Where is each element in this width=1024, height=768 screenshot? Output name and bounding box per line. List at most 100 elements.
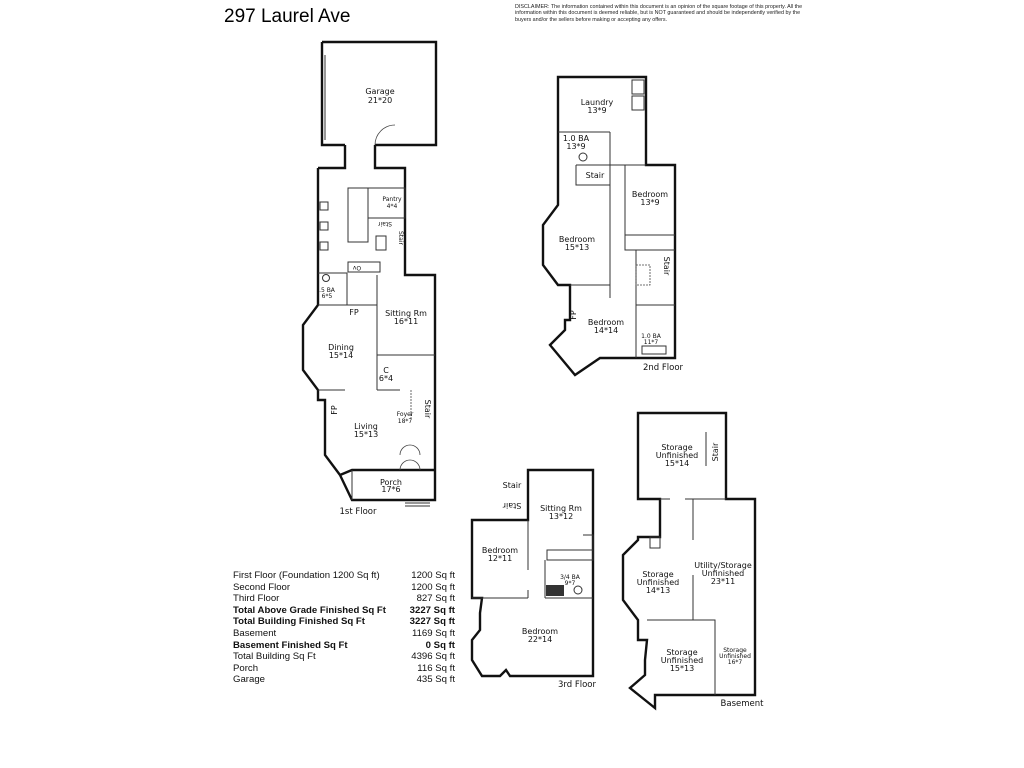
fireplace-label: FP: [349, 308, 359, 317]
pantry-walls: [367, 187, 406, 219]
room-dims: 13*9: [587, 106, 606, 115]
second-floor-plan: Laundry 13*9 1.0 BA 13*9 Stair Bedroom 1…: [541, 75, 684, 377]
room-name-line: Unfinished: [661, 656, 704, 665]
room-dims: 9*7: [565, 580, 576, 587]
toilet-icon: [322, 274, 330, 282]
summary-label: Total Above Grade Finished Sq Ft: [233, 604, 386, 616]
room-name: Sitting Rm: [385, 309, 427, 318]
summary-label: Third Floor: [233, 593, 280, 605]
room-name: Laundry: [581, 98, 614, 107]
summary-value: 116 Sq ft: [417, 662, 455, 674]
room-name: Living: [354, 422, 378, 431]
summary-label: Garage: [233, 674, 265, 686]
summary-label: Total Building Sq Ft: [233, 651, 316, 663]
first-floor-plan: Garage 21*20 Pantry 4*4 Stair Stair Ov .…: [301, 40, 438, 517]
second-floor-outline: [541, 75, 677, 377]
stair-label: Stair: [377, 220, 392, 227]
fireplace-label: FP: [330, 405, 339, 415]
room-dims: 18*7: [398, 418, 413, 425]
summary-value: 1169 Sq ft: [411, 627, 455, 639]
entry-doors: [399, 444, 421, 471]
room-dims: 22*14: [528, 635, 552, 644]
room-name-line: Unfinished: [702, 569, 745, 578]
square-footage-summary: First Floor (Foundation 1200 Sq ft)1200 …: [233, 570, 455, 686]
dryer-icon: [631, 95, 645, 111]
summary-row: Total Above Grade Finished Sq Ft 3227 Sq …: [233, 605, 455, 617]
summary-label: Second Floor: [233, 581, 291, 593]
shower-icon: [546, 585, 564, 596]
room-name-line: Storage: [723, 647, 747, 654]
summary-value: 1200 Sq ft: [411, 581, 455, 593]
dishwasher-icon: [319, 241, 329, 251]
room-name: Dining: [328, 343, 354, 352]
room-dims: 12*11: [488, 554, 512, 563]
third-floor-outline: [470, 468, 595, 678]
room-name-line: Storage: [666, 648, 697, 657]
connector-walls: [318, 145, 437, 470]
interior-walls: [472, 520, 594, 599]
room-dims: 4*4: [387, 203, 398, 210]
floor-label: 1st Floor: [339, 507, 377, 517]
room-name-line: Utility/Storage: [694, 561, 752, 570]
room-dims: 6*5: [322, 293, 333, 300]
room-name: Porch: [380, 478, 402, 487]
washer-icon: [631, 79, 645, 95]
room-dims: 16*11: [394, 317, 418, 326]
room-dims: 13*12: [549, 512, 573, 521]
disclaimer-text: DISCLAIMER: The information contained wi…: [515, 4, 803, 23]
garage-walls: [320, 40, 438, 147]
summary-value: 827 Sq ft: [416, 593, 455, 605]
stair-label: Stair: [423, 400, 432, 419]
oven-label: Ov: [352, 264, 361, 271]
room-dims: 13*9: [640, 198, 659, 207]
room-name: C: [383, 366, 389, 375]
summary-value: 3227 Sq ft: [409, 604, 455, 616]
sink-icon: [319, 221, 329, 231]
summary-row: First Floor (Foundation 1200 Sq ft)1200 …: [233, 570, 455, 582]
toilet-icon: [578, 152, 588, 162]
stair-label: Stair: [662, 257, 671, 276]
stair-label: Stair: [502, 501, 521, 510]
room-dims: 14*14: [594, 326, 618, 335]
interior-walls: [558, 131, 675, 358]
stair-label: Stair: [397, 231, 404, 246]
first-floor-outline: [301, 168, 437, 502]
room-name: Bedroom: [482, 546, 518, 555]
oven-counter: [347, 261, 381, 273]
third-floor-plan: Stair Stair Sitting Rm 13*12 Bedroom 12*…: [470, 468, 597, 690]
room-name-line: Storage: [642, 570, 673, 579]
room-name: .5 BA: [319, 287, 336, 294]
room-dims: 21*20: [368, 96, 392, 105]
attic-hatch: [635, 264, 651, 286]
room-name: Pantry: [382, 196, 402, 203]
room-name: 1.0 BA: [641, 333, 662, 340]
room-dims: 15*14: [329, 351, 353, 360]
room-name: Bedroom: [522, 627, 558, 636]
fixture: [375, 235, 387, 251]
summary-row: Porch 116 Sq ft: [233, 663, 455, 675]
room-name: Sitting Rm: [540, 504, 582, 513]
summary-label: Total Building Finished Sq Ft: [233, 616, 365, 628]
stair-label: Stair: [711, 442, 720, 461]
room-dims: 15*13: [565, 243, 589, 252]
room-name: Bedroom: [588, 318, 624, 327]
toilet-icon: [573, 585, 583, 595]
room-name: 3/4 BA: [560, 574, 581, 581]
room-dims: 15*14: [665, 459, 689, 468]
room-name: Bedroom: [632, 190, 668, 199]
room-name: 1.0 BA: [563, 134, 590, 143]
interior-walls: [647, 498, 726, 695]
summary-label: Porch: [233, 662, 259, 674]
floor-label: Basement: [721, 699, 765, 709]
room-name-line: Unfinished: [637, 578, 680, 587]
floor-label: 3rd Floor: [558, 680, 597, 690]
summary-value: 4396 Sq ft: [411, 651, 455, 663]
